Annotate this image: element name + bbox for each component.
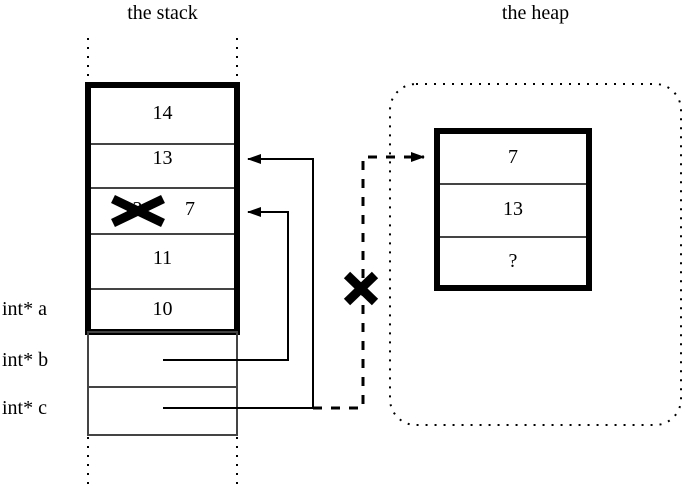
stack-title: the stack	[127, 2, 198, 24]
pointer-b-to-stack-cell	[163, 207, 289, 361]
stack-cell-value-3: 11	[152, 247, 173, 269]
stack-cell-value-4: 10	[152, 298, 173, 320]
heap-cell-value-2: ?	[508, 250, 518, 272]
pointer-c-to-stack-cell	[163, 154, 314, 409]
heap-region-outline	[389, 83, 682, 426]
stack-bottom-dotted-guides	[87, 437, 238, 486]
heap-cell-value-0: 7	[508, 146, 518, 168]
dangling-pointer-to-heap	[313, 152, 425, 410]
stack-cell-value-2-old: 12	[122, 198, 143, 220]
stack-var-label-c: int* c	[2, 397, 47, 419]
stack-var-label-b: int* b	[2, 349, 49, 371]
stack-cell-value-1: 13	[152, 147, 173, 169]
stack-cell-value-0: 14	[152, 102, 173, 124]
heap-title: the heap	[501, 2, 570, 24]
stack-value-crossout-icon	[111, 194, 165, 228]
heap-allocation-box	[434, 128, 592, 291]
stack-inactive-rows	[87, 331, 238, 436]
heap-cell-value-1: 13	[503, 198, 523, 220]
stack-var-label-a: int* a	[2, 298, 47, 320]
stack-cell-value-2-new: 7	[185, 198, 195, 220]
stack-top-dotted-guides	[87, 38, 238, 84]
heap-pointer-crossout-icon	[343, 271, 379, 306]
